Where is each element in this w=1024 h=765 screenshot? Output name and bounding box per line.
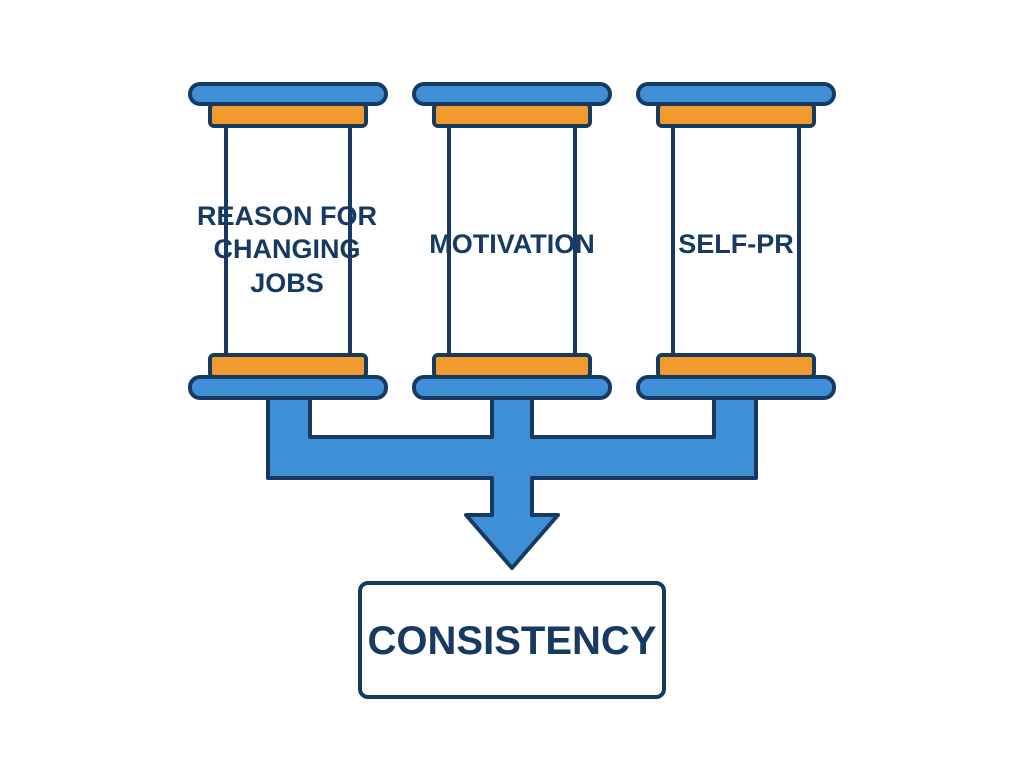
- result-box: [358, 581, 666, 699]
- pillar-label-line: CHANGING: [214, 234, 361, 264]
- pillar-bottom-band: [208, 353, 368, 379]
- pillar-base: [188, 375, 388, 400]
- pillar-top-cap: [188, 82, 388, 106]
- pillar-top-band: [208, 102, 368, 128]
- pillar-top-band: [432, 102, 592, 128]
- pillar-bottom-band: [432, 353, 592, 379]
- pillar-bottom-band: [656, 353, 816, 379]
- result-label: CONSISTENCY: [368, 619, 657, 663]
- pillar-label-line: JOBS: [250, 268, 324, 298]
- pillar-motivation: MOTIVATION: [412, 82, 612, 400]
- result-box-consistency: CONSISTENCY: [358, 581, 666, 699]
- merge-arrow: [266, 396, 758, 570]
- pillar-label-line: MOTIVATION: [429, 229, 594, 259]
- pillar-top-cap: [412, 82, 612, 106]
- pillar-top-band: [656, 102, 816, 128]
- pillar-top-cap: [636, 82, 836, 106]
- pillar-base: [412, 375, 612, 400]
- pillar-label-line: REASON FOR: [197, 201, 377, 231]
- pillar-self-pr: SELF-PR: [636, 82, 836, 400]
- pillar-reason-for-changing-jobs: REASON FOR CHANGING JOBS: [188, 82, 388, 400]
- pillar-base: [636, 375, 836, 400]
- pillar-label-line: SELF-PR: [678, 229, 794, 259]
